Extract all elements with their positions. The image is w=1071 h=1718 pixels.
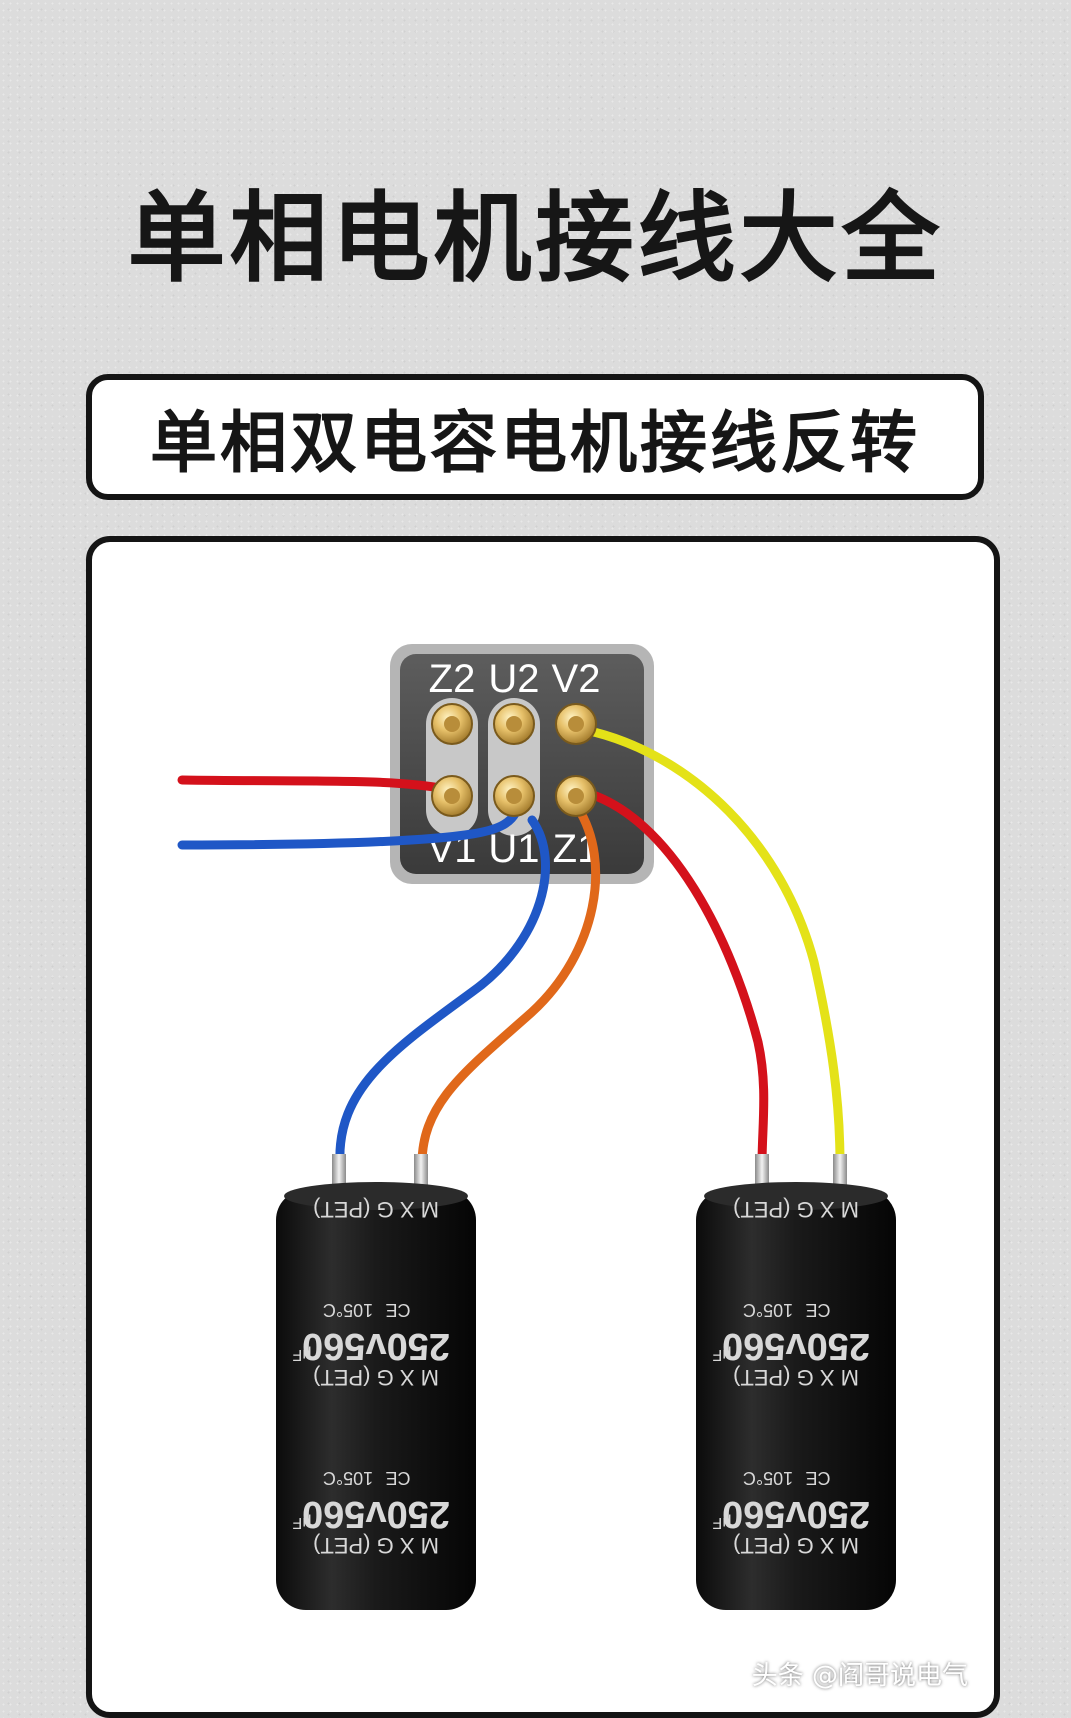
nut-u2 [493,703,535,745]
capacitor-right-rating: 250v560 [722,1493,870,1535]
capacitor-right-rating-2: 250v560 [722,1325,870,1367]
subtitle-box: 单相双电容电机接线反转 [86,374,984,500]
capacitor-right-temp-2: 105°C [743,1300,793,1320]
nut-z2 [431,703,473,745]
capacitor-right-markings: M X G (PET) 250v560 μF CE 105°C M X G (P… [712,1197,870,1558]
capacitor-right-series-2: M X G (PET) [733,1365,859,1390]
capacitor-left-unit-2: μF [292,1346,311,1363]
capacitor-right-temp: 105°C [743,1468,793,1488]
capacitor-right-series: M X G (PET) [733,1533,859,1558]
capacitor-left: M X G (PET) 250v560 μF CE 105°C M X G (P… [276,1154,476,1610]
capacitor-left-rating: 250v560 [302,1493,450,1535]
wire-supply-red [177,775,457,795]
capacitor-left-series: M X G (PET) [313,1533,439,1558]
wiring-diagram-panel: Z2 U2 V2 V1 U1 Z1 [86,536,1000,1718]
capacitor-right-body [696,1190,896,1610]
capacitor-left-rating-2: 250v560 [302,1325,450,1367]
capacitor-left-temp-2: 105°C [323,1300,373,1320]
wire-v2-to-capacitor-right [589,727,845,1169]
capacitor-left-unit: μF [292,1514,311,1531]
capacitor-right-unit: μF [712,1514,731,1531]
terminal-label-z2: Z2 [429,657,476,701]
main-title: 单相电机接线大全 [127,182,944,296]
capacitor-right-series-3: M X G (PET) [733,1197,859,1222]
wire-u1-to-capacitor-left [335,815,550,1169]
nut-v1 [431,775,473,817]
capacitor-left-series-3: M X G (PET) [313,1197,439,1222]
nut-u1 [493,775,535,817]
nut-z1 [555,775,597,817]
capacitor-right-ce: CE [805,1468,830,1488]
capacitor-right-unit-2: μF [712,1346,731,1363]
watermark: 头条 @阎哥说电气 [751,1661,968,1691]
terminal-label-u1: U1 [488,827,539,871]
nut-v2 [555,703,597,745]
wire-z1-to-capacitor-left [417,803,601,1169]
capacitor-left-ce: CE [385,1468,410,1488]
subtitle-text: 单相双电容电机接线反转 [150,403,920,482]
capacitor-left-markings: M X G (PET) 250v560 μF CE 105°C M X G (P… [292,1197,450,1558]
capacitor-left-ce-2: CE [385,1300,410,1320]
terminal-label-u2: U2 [488,657,539,701]
capacitor-left-body [276,1190,476,1610]
terminal-block: Z2 U2 V2 V1 U1 Z1 [390,644,654,884]
capacitor-right: M X G (PET) 250v560 μF CE 105°C M X G (P… [696,1154,896,1610]
capacitor-left-temp: 105°C [323,1468,373,1488]
terminal-nuts [431,703,597,817]
wires [177,727,845,1169]
wire-z1-to-capacitor-right [579,787,769,1169]
capacitor-right-ce-2: CE [805,1300,830,1320]
wire-supply-blue [177,807,521,850]
terminal-label-v2: V2 [552,657,601,701]
capacitor-left-series-2: M X G (PET) [313,1365,439,1390]
wiring-diagram: Z2 U2 V2 V1 U1 Z1 [177,644,896,1610]
